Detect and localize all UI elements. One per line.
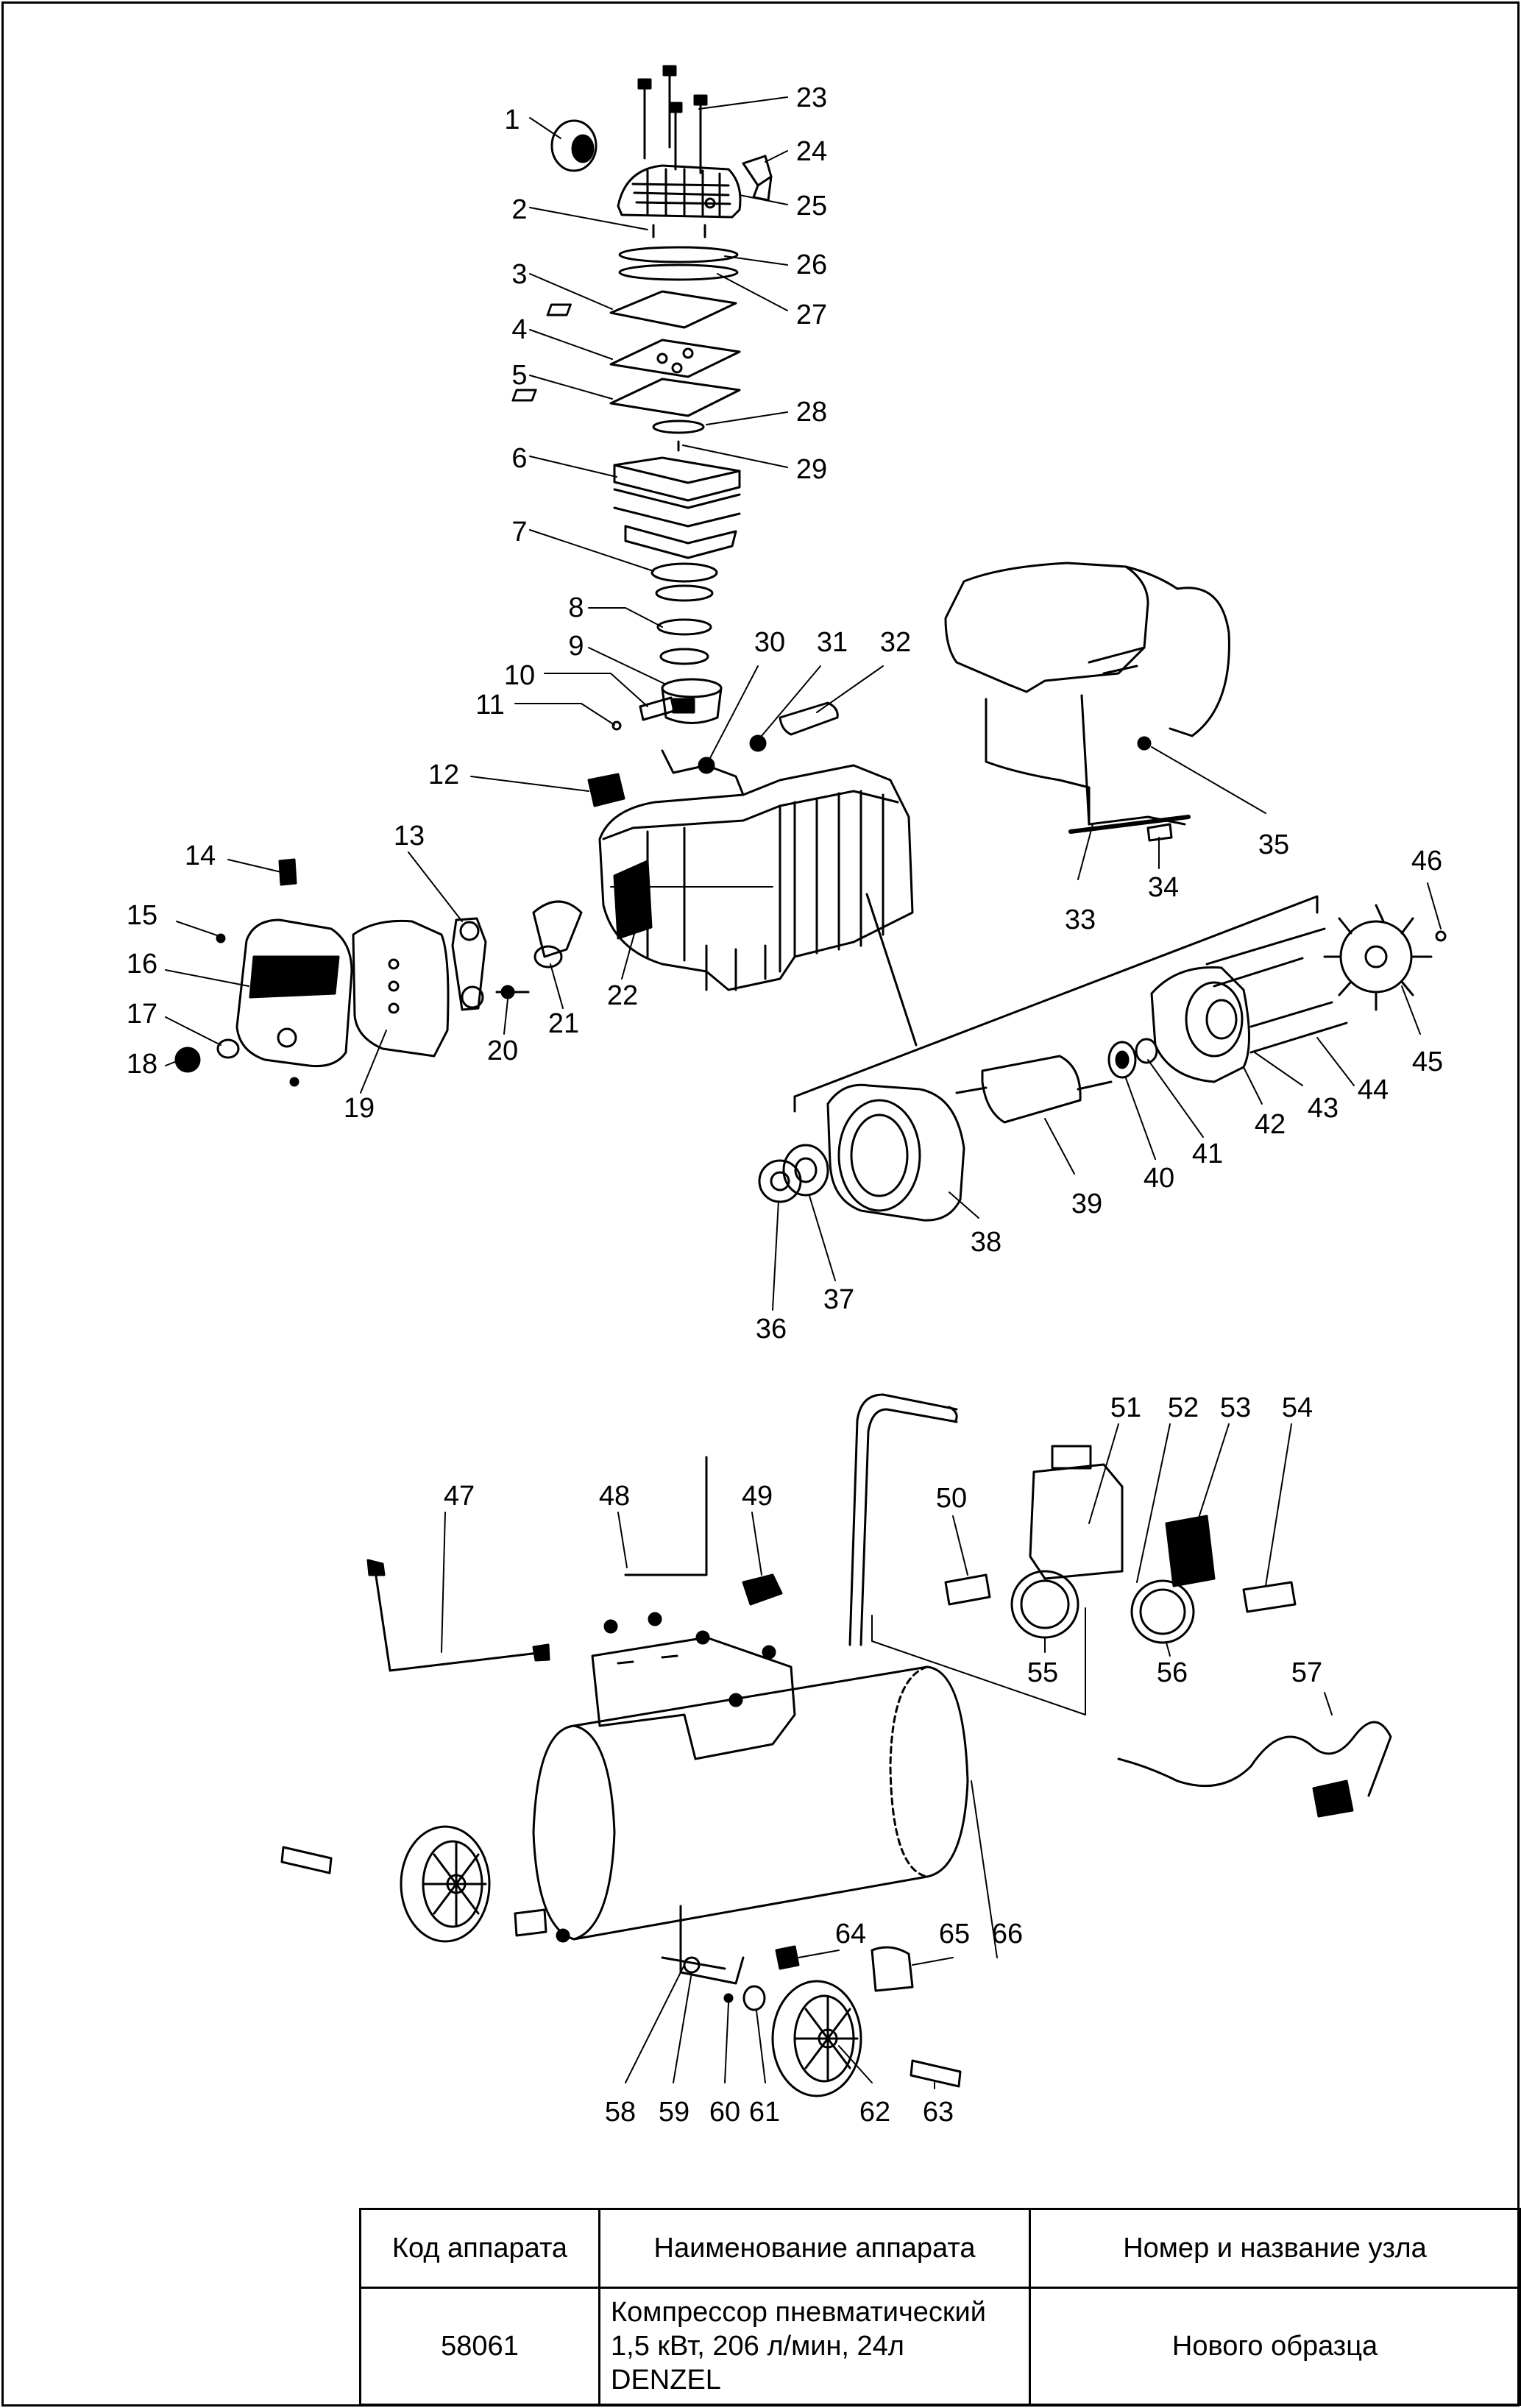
callout-15: 15	[127, 900, 157, 931]
callout-13: 13	[394, 821, 425, 851]
callout-55: 55	[1027, 1657, 1058, 1688]
callout-51: 51	[1110, 1392, 1141, 1423]
callout-40: 40	[1144, 1163, 1174, 1194]
callout-48: 48	[599, 1481, 630, 1512]
name-line-1: Компрессор пневматический	[611, 2297, 987, 2328]
cylinder-head	[617, 164, 742, 219]
callout-7: 7	[511, 517, 527, 548]
left-wheel	[400, 1825, 491, 1943]
callout-31: 31	[817, 627, 848, 658]
header-unit: Номер и название узла	[1029, 2208, 1521, 2289]
callout-27: 27	[796, 300, 827, 330]
exploded-parts-diagram: 1 2 3 4 5 6 7 8 9 10 11 12 13 14 15 16 1…	[127, 65, 1447, 2128]
callout-42: 42	[1255, 1109, 1286, 1140]
crank-side-assembly	[174, 858, 583, 1087]
callout-59: 59	[659, 2097, 689, 2128]
header-code: Код аппарата	[359, 2208, 600, 2289]
callout-45: 45	[1412, 1047, 1443, 1077]
callout-39: 39	[1071, 1189, 1102, 1219]
title-block-table: Код аппарата Наименование аппарата Номер…	[359, 2208, 1521, 2406]
callout-35: 35	[1258, 829, 1289, 860]
small-screws	[652, 224, 706, 238]
callout-18: 18	[127, 1049, 157, 1080]
name-line-2: 1,5 кВт, 206 л/мин, 24л	[611, 2331, 904, 2362]
callout-46: 46	[1411, 846, 1442, 877]
callout-57: 57	[1291, 1657, 1322, 1688]
callout-36: 36	[756, 1314, 787, 1345]
cell-unit: Нового образца	[1029, 2287, 1521, 2406]
callout-56: 56	[1157, 1657, 1188, 1688]
callout-5: 5	[511, 360, 527, 391]
motor-exploded	[758, 893, 1447, 1222]
fan-shroud	[944, 562, 1230, 842]
leader-lines	[165, 96, 1442, 2089]
callout-26: 26	[796, 249, 827, 280]
callout-47: 47	[444, 1481, 475, 1512]
callout-6: 6	[511, 443, 527, 474]
callout-8: 8	[568, 592, 584, 623]
callout-1: 1	[504, 105, 520, 135]
callout-25: 25	[796, 191, 827, 222]
right-wheel	[771, 1980, 862, 2097]
callout-53: 53	[1220, 1392, 1251, 1423]
callout-61: 61	[749, 2097, 780, 2128]
compressor-head-group	[511, 65, 773, 731]
callout-49: 49	[742, 1481, 773, 1512]
intake-cap	[550, 119, 598, 172]
callout-38: 38	[971, 1227, 1001, 1258]
table-row: 58061 Компрессор пневматический 1,5 кВт,…	[359, 2287, 1521, 2406]
callout-9: 9	[568, 631, 584, 662]
callout-3: 3	[511, 259, 527, 290]
callout-34: 34	[1148, 872, 1179, 903]
piston	[661, 678, 723, 724]
cell-name: Компрессор пневматический 1,5 кВт, 206 л…	[598, 2287, 1031, 2406]
cell-code: 58061	[359, 2287, 600, 2406]
callout-58: 58	[605, 2097, 636, 2128]
callout-65: 65	[939, 1919, 970, 1950]
name-line-3: DENZEL	[611, 2365, 721, 2395]
callout-17: 17	[127, 999, 157, 1030]
callout-33: 33	[1065, 904, 1096, 935]
crankcase-housing	[587, 701, 914, 991]
callout-10: 10	[504, 660, 535, 691]
callout-44: 44	[1358, 1074, 1389, 1105]
cooling-fan	[1323, 904, 1433, 1011]
cylinder-block	[613, 456, 741, 559]
callout-66: 66	[992, 1919, 1023, 1950]
head-bolts	[637, 65, 708, 174]
callout-20: 20	[487, 1035, 518, 1066]
callout-21: 21	[548, 1008, 579, 1039]
elbow-fitting	[742, 155, 773, 202]
callout-numbers: 1 2 3 4 5 6 7 8 9 10 11 12 13 14 15 16 1…	[127, 82, 1443, 2128]
callout-30: 30	[754, 627, 785, 658]
callout-60: 60	[709, 2097, 740, 2128]
callout-12: 12	[428, 759, 459, 790]
callout-64: 64	[835, 1919, 866, 1950]
callout-4: 4	[511, 314, 527, 345]
callout-52: 52	[1168, 1392, 1199, 1423]
callout-29: 29	[796, 454, 827, 485]
callout-11: 11	[475, 690, 504, 720]
callout-32: 32	[880, 627, 911, 658]
callout-41: 41	[1192, 1139, 1223, 1169]
callout-50: 50	[936, 1483, 967, 1514]
header-name: Наименование аппарата	[598, 2208, 1031, 2289]
callout-37: 37	[823, 1284, 854, 1315]
callout-14: 14	[185, 840, 216, 871]
callout-2: 2	[511, 194, 527, 225]
callout-28: 28	[796, 397, 827, 428]
callout-24: 24	[796, 136, 827, 167]
callout-63: 63	[923, 2097, 954, 2128]
callout-19: 19	[344, 1093, 375, 1124]
table-header-row: Код аппарата Наименование аппарата Номер…	[359, 2208, 1521, 2289]
callout-43: 43	[1308, 1093, 1339, 1124]
callout-54: 54	[1282, 1392, 1313, 1423]
callout-22: 22	[607, 980, 638, 1011]
callout-62: 62	[859, 2097, 890, 2128]
tank-assembly	[280, 1393, 1392, 2097]
callout-16: 16	[127, 949, 157, 980]
callout-23: 23	[796, 82, 827, 113]
